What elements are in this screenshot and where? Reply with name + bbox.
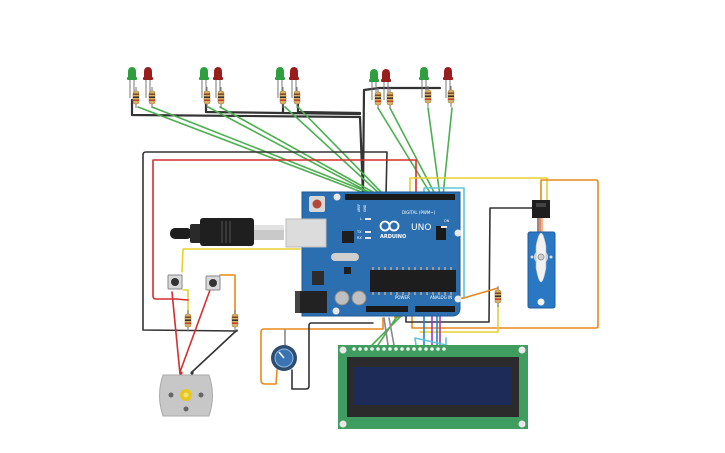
resistor-button-2 (231, 309, 239, 332)
resistor-led-10 (447, 85, 455, 108)
model-label: UNO (411, 223, 431, 233)
wire-red-motor (171, 289, 211, 375)
lcd-screen (353, 367, 512, 405)
on-label: ON (444, 219, 450, 223)
rx-label: RX (357, 236, 362, 240)
wire-orange-pot (260, 317, 384, 385)
wire-orange-servo (411, 179, 599, 329)
power-label: POWER (395, 295, 410, 300)
icsp-header (436, 226, 446, 240)
wire-black-left-loop (142, 151, 388, 332)
capacitor-2 (351, 290, 367, 306)
push-button-1[interactable] (167, 274, 183, 290)
wire-yellow-servo (409, 177, 548, 201)
crystal (331, 253, 359, 261)
wire-black-servo (405, 207, 537, 323)
gnd-label: GND (363, 204, 367, 212)
infinity-icon (379, 220, 400, 232)
wire-black-led-bus-2 (296, 98, 362, 115)
usb-chip (342, 231, 354, 243)
wire-green-lcd (371, 311, 406, 346)
lcd-16x2 (338, 345, 528, 429)
wire-yellow-button (181, 248, 301, 314)
arduino-uno: ARDUINO UNO DIGITAL (PWM~) POWER ANALOG … (285, 191, 462, 317)
wire-black-pot (291, 322, 374, 390)
wires (130, 86, 599, 390)
arduino-logo: ARDUINO (380, 234, 406, 240)
wire-orange-button (219, 274, 236, 314)
atmega-chip (370, 270, 456, 292)
analog-label: ANALOG IN (430, 295, 452, 300)
aref-label: AREF (357, 204, 361, 212)
tx-label: TX (356, 230, 362, 234)
wire-red-left-loop (152, 159, 417, 300)
push-button-2[interactable] (205, 275, 221, 291)
capacitor-1 (334, 290, 350, 306)
wire-gray-lcd (383, 317, 395, 346)
wires-green-leds (137, 106, 453, 197)
analog-header[interactable] (415, 306, 455, 312)
wire-black-led-bus (130, 86, 442, 197)
resistor-led-4 (217, 86, 225, 109)
digital-header[interactable] (345, 194, 455, 200)
dc-jack (295, 291, 327, 313)
resistor-button-1 (184, 309, 192, 332)
l-label: L (360, 217, 362, 221)
usb-jack (285, 218, 327, 248)
power-header[interactable] (366, 306, 408, 312)
wire-black-motor (191, 330, 237, 373)
regulator (312, 271, 324, 285)
lcd-pins (352, 347, 446, 351)
digital-label: DIGITAL (PWM~) (402, 210, 436, 215)
usb-cable (170, 218, 284, 246)
wire-yellow-resistor (419, 304, 499, 333)
servo-motor (527, 200, 556, 309)
resistor-led-5 (279, 86, 287, 109)
dc-motor (159, 371, 213, 417)
potentiometer[interactable] (271, 345, 297, 371)
